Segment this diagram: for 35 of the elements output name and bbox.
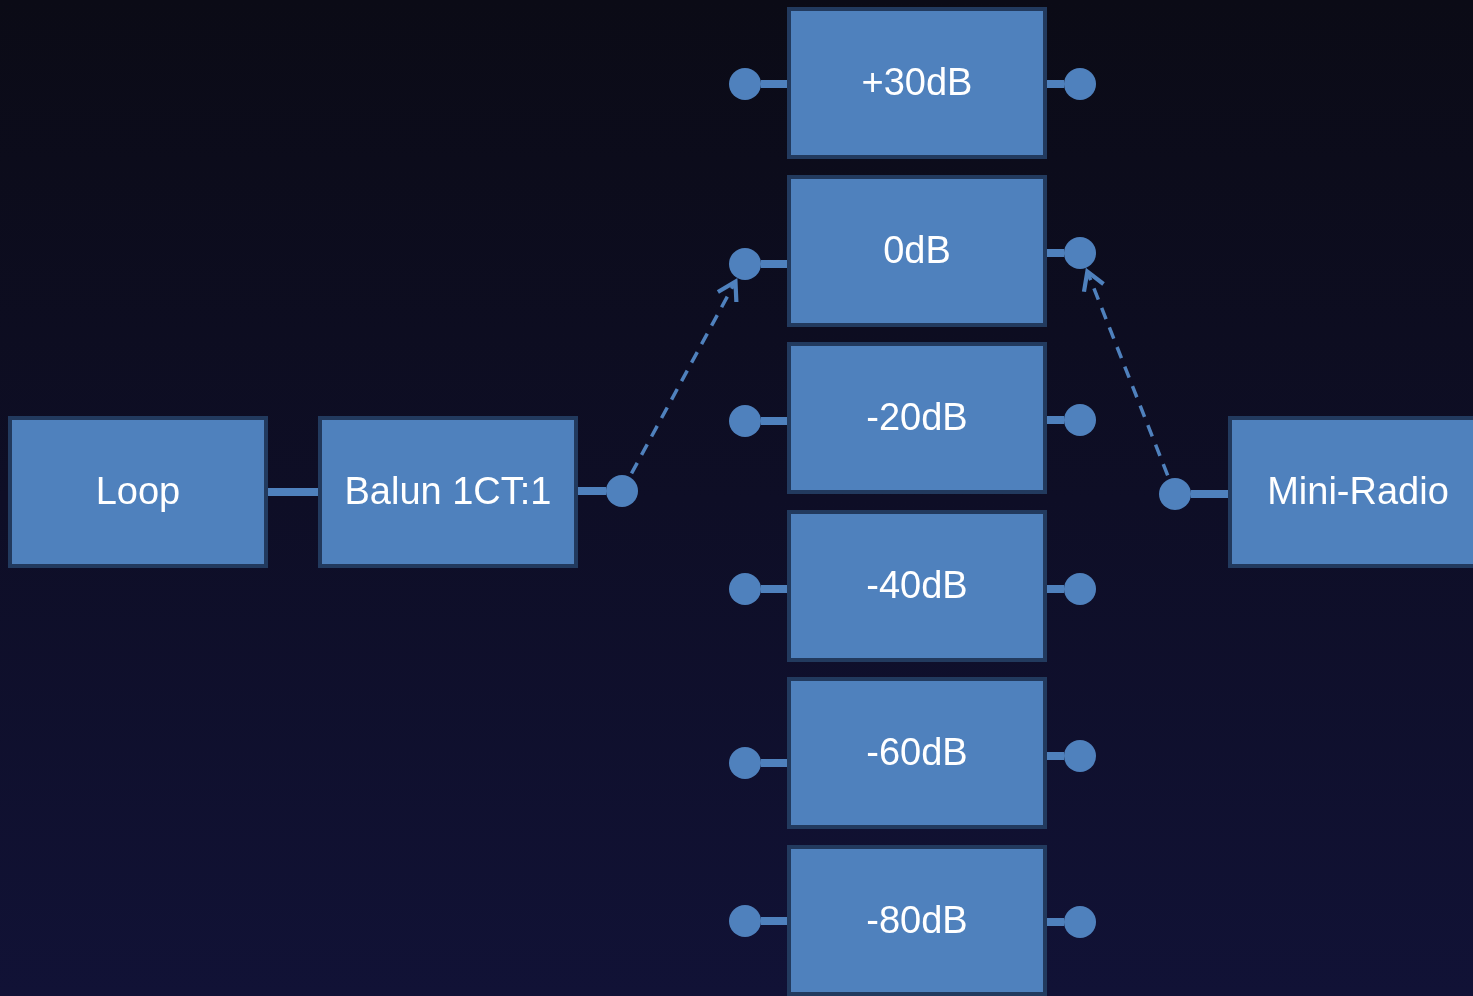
block-box — [318, 416, 578, 568]
block-label: Loop — [95, 469, 181, 515]
connector-line — [268, 488, 318, 496]
block-label: -40dB — [866, 563, 968, 609]
block-box — [787, 7, 1047, 159]
block-box — [8, 416, 268, 568]
block-box — [787, 510, 1047, 662]
connector-line — [1191, 490, 1228, 498]
connector-line — [1047, 416, 1064, 424]
connector-line — [1047, 249, 1064, 257]
connector-line — [761, 585, 787, 593]
connector-line — [761, 917, 787, 925]
connector-line — [761, 417, 787, 425]
block-label: +30dB — [861, 60, 973, 106]
block-box — [787, 342, 1047, 494]
block-label: -20dB — [866, 395, 968, 441]
connector-line — [1047, 585, 1064, 593]
block-label: -60dB — [866, 730, 968, 776]
block-box — [787, 677, 1047, 829]
block-label: 0dB — [883, 228, 951, 274]
block-box — [787, 175, 1047, 327]
block-label: -80dB — [866, 897, 968, 943]
block-box — [787, 845, 1047, 996]
connector-line — [761, 80, 787, 88]
connector-line — [1047, 752, 1064, 760]
block-label: Mini-Radio — [1267, 469, 1449, 515]
connector-line — [761, 759, 787, 767]
dashed-arrow — [630, 279, 739, 475]
block-box — [1228, 416, 1473, 568]
connector-line — [1047, 918, 1064, 926]
connector-line — [761, 260, 787, 268]
connector-line — [1047, 80, 1064, 88]
connector-line — [578, 487, 606, 495]
dashed-arrow — [1081, 269, 1170, 477]
block-label: Balun 1CT:1 — [344, 469, 552, 515]
